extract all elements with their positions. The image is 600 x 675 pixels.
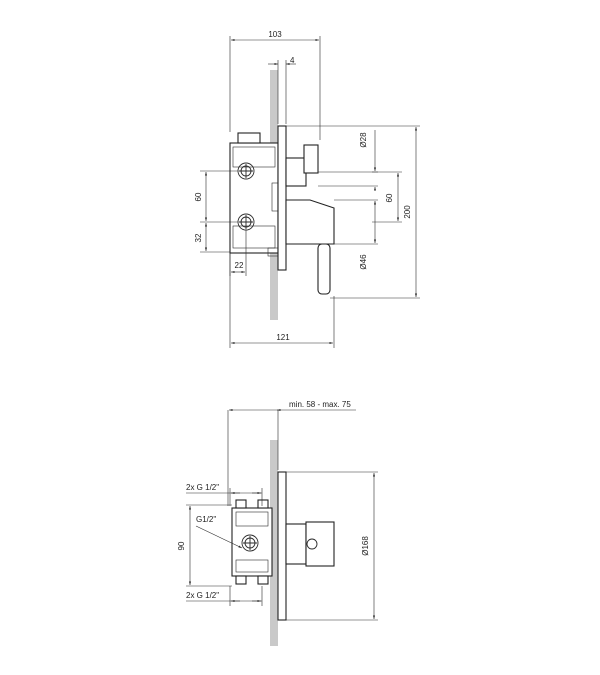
dim-port-offset-label: 22: [235, 261, 244, 270]
diverter-stem: [285, 144, 372, 187]
dim-plate-dia: Ø168: [286, 471, 378, 621]
dim-plate-label: 4: [290, 56, 295, 65]
dim-total-height: 200: [286, 125, 420, 299]
dim-top-port: 2x G 1/2": [186, 483, 263, 506]
install-view: min. 58 - max. 75 2x G 1/2" G1/2" 90: [177, 400, 378, 646]
dim-top-port-label: 2x G 1/2": [186, 483, 219, 492]
cover-plate: [277, 125, 287, 271]
dim-total-depth-label: 121: [276, 333, 290, 342]
dim-offset: 60: [372, 171, 402, 223]
dim-bottom-port: 2x G 1/2": [186, 586, 263, 606]
dim-port-spacing-label: 60: [194, 192, 203, 201]
dim-bottom-port-label: 2x G 1/2": [186, 591, 219, 600]
dim-range-label: min. 58 - max. 75: [289, 400, 351, 409]
dim-stem-dia-label: Ø28: [359, 132, 368, 148]
dim-stem-dia: Ø28: [359, 130, 378, 191]
side-view: 103 4 Ø28 Ø46 60: [194, 30, 420, 348]
wall-strip-install: [270, 440, 278, 646]
center-port: [241, 534, 259, 552]
dim-range: min. 58 - max. 75: [227, 400, 356, 506]
dim-handle-dia: Ø46: [359, 199, 378, 270]
dim-offset-label: 60: [385, 193, 394, 202]
dim-top-width: 103: [229, 30, 321, 140]
dim-top-width-label: 103: [268, 30, 282, 39]
valve-body: [229, 132, 279, 257]
dim-center-port-label: G1/2": [196, 515, 216, 524]
dim-center-port: G1/2": [195, 515, 243, 549]
dim-height-label: 90: [177, 541, 186, 550]
valve-body-install: [231, 499, 273, 585]
dim-height: 90: [177, 504, 232, 587]
dim-total-height-label: 200: [403, 205, 412, 219]
dim-port-spacing: 60: [194, 170, 238, 223]
dim-handle-dia-label: Ø46: [359, 254, 368, 270]
cover-plate-install: [277, 471, 287, 621]
dim-total-depth: 121: [229, 253, 335, 348]
mixer-handle-install: [285, 521, 335, 567]
dim-plate-dia-label: Ø168: [361, 536, 370, 556]
mixer-handle: [285, 199, 372, 295]
dim-bottom-port-label: 32: [194, 233, 203, 242]
dim-plate: 4: [268, 56, 296, 124]
dim-bottom-port: 32: [194, 223, 230, 253]
